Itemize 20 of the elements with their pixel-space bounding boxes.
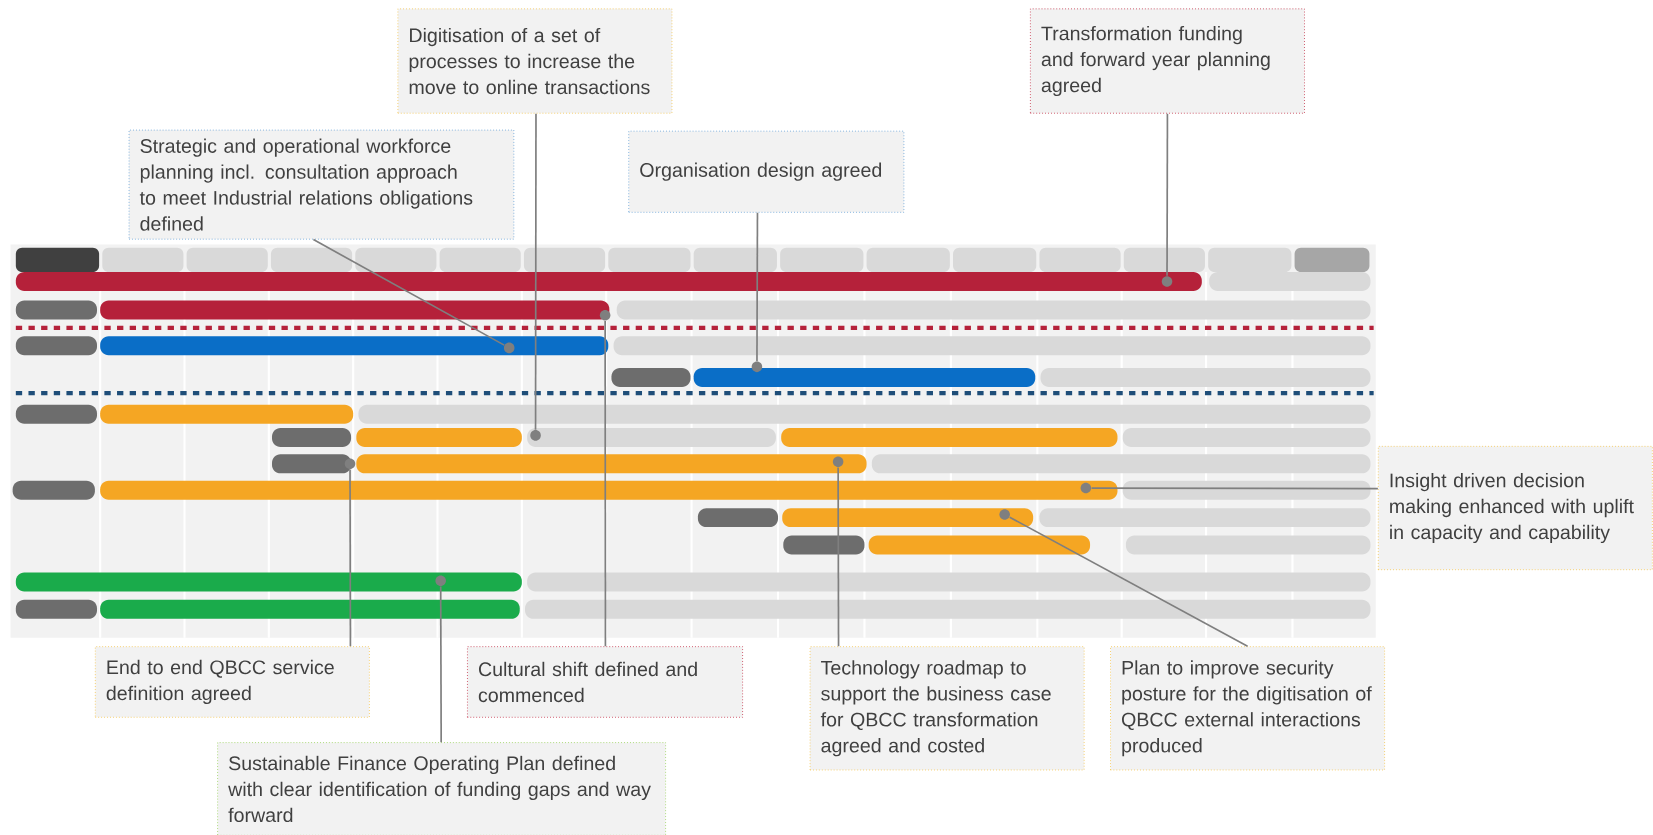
- callout-box: End to end QBCC service definition agreed: [94, 646, 370, 718]
- leader-line: [439, 585, 443, 744]
- callout-box: Digitisation of a set of processes to increase the move to online transactions: [397, 8, 673, 114]
- callout-box: Plan to improve security posture for the digitisation of QBCC external interactions produced: [1110, 646, 1386, 771]
- leader-line: [756, 211, 759, 363]
- callout-box: Sustainable Finance Operating Plan defined with clear identification of funding gaps and way forward: [217, 742, 667, 835]
- callout-box: Strategic and operational workforce planning incl. consultation approach to meet Industrial relations obligations defined: [128, 129, 515, 240]
- leader-line: [312, 238, 506, 346]
- leader-line: [1090, 487, 1379, 490]
- callout-box: Cultural shift defined and commenced: [467, 646, 743, 718]
- callout-box: Technology roadmap to support the business case for QBCC transformation agreed and costed: [809, 646, 1085, 771]
- callout-box: Insight driven decision making enhanced with uplift in capacity and capability: [1377, 445, 1653, 571]
- leader-line: [604, 320, 607, 648]
- leader-line: [837, 466, 840, 648]
- leader-line: [534, 112, 537, 431]
- callout-box: Organisation design agreed: [628, 130, 905, 213]
- leader-line: [1008, 516, 1249, 648]
- callout-box: Transformation funding and forward year planning agreed: [1029, 8, 1305, 114]
- leader-line: [349, 468, 352, 648]
- leader-line: [1166, 112, 1169, 277]
